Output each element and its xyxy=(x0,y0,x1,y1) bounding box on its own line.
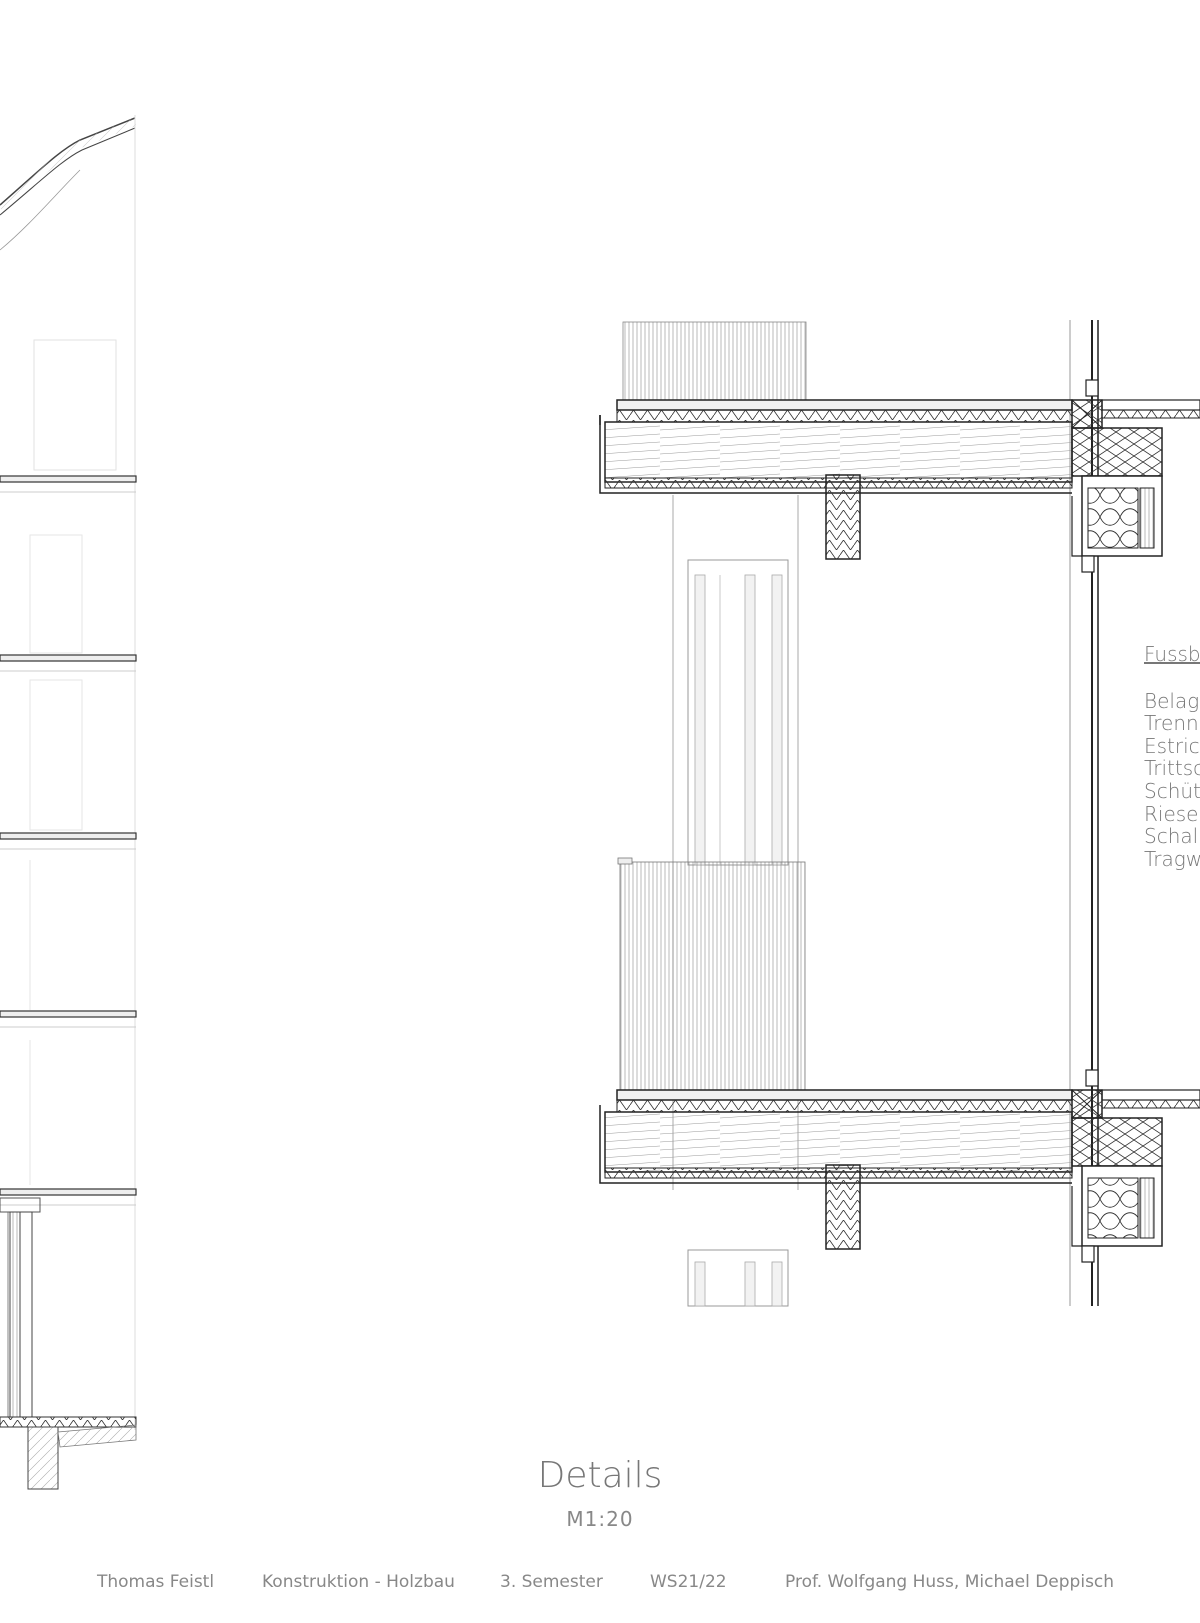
legend-item: Trittsch xyxy=(1144,756,1200,781)
footer-term: WS21/22 xyxy=(650,1572,727,1592)
legend-item: Belag xyxy=(1144,688,1200,713)
legend-item: Riesels xyxy=(1144,801,1200,826)
elevation-section xyxy=(0,115,137,1490)
legend-item: Schalu xyxy=(1144,824,1200,849)
footer-author: Thomas Feistl xyxy=(97,1572,215,1592)
legend-item: Tragw xyxy=(1144,846,1200,871)
footer-professors: Prof. Wolfgang Huss, Michael Deppisch xyxy=(785,1572,1115,1592)
footer-semester: 3. Semester xyxy=(500,1572,603,1592)
drawing-title: Details xyxy=(537,1455,663,1496)
legend-item: Estrich xyxy=(1144,733,1200,758)
lower-floor-slab xyxy=(599,1069,1200,1263)
upper-floor-slab xyxy=(599,379,1200,573)
legend-item: Trenns xyxy=(1144,711,1200,736)
legend-heading: Fussb xyxy=(1144,643,1200,666)
drawing-scale: M1:20 xyxy=(566,1507,634,1531)
floor-build-up-legend: Fussb Belag Trenns Estrich Trittsch Schü… xyxy=(1144,643,1200,870)
footer-course: Konstruktion - Holzbau xyxy=(262,1572,455,1592)
detail-section xyxy=(599,320,1200,1307)
legend-item: Schütt xyxy=(1144,778,1200,803)
